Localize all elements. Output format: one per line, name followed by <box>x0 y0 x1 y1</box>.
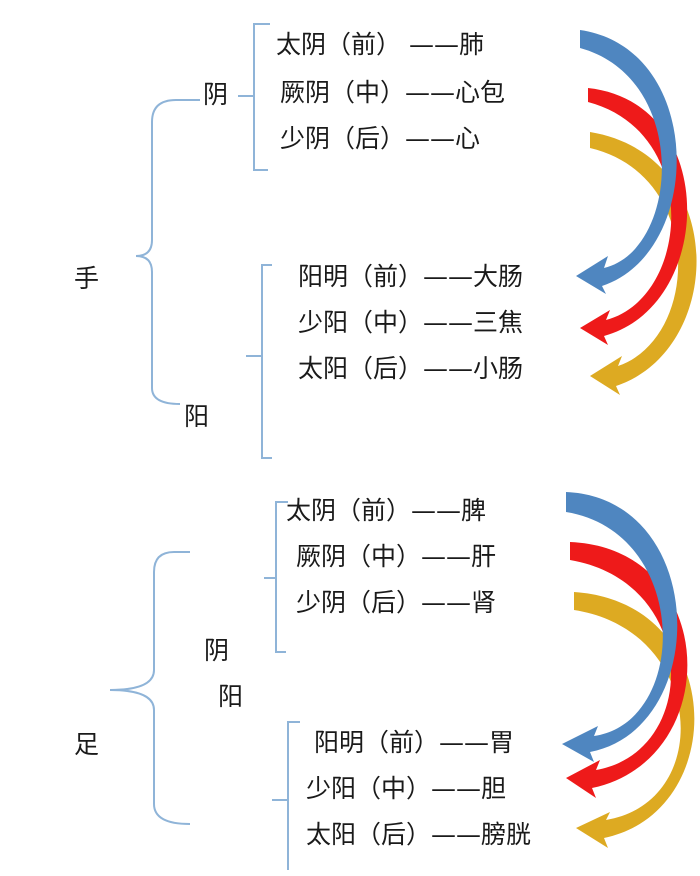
hand-yin-row-3: 少阴（后）——心 <box>280 124 481 153</box>
hand-yang-label: 阳 <box>184 402 210 431</box>
hand-yang-row-2: 少阳（中）——三焦 <box>298 308 524 337</box>
hand-yin-label: 阴 <box>203 80 229 109</box>
foot-yang-row-3: 太阳（后）——膀胱 <box>306 820 532 849</box>
hand-outer-bracket <box>135 99 200 405</box>
hand-yang-row-3: 太阳（后）——小肠 <box>298 354 524 383</box>
foot-yin-row-1: 太阴（前）——脾 <box>286 496 487 525</box>
hand-front-arrow <box>576 30 677 294</box>
foot-front-arrow <box>562 492 678 762</box>
foot-yin-row-2: 厥阴（中）——肝 <box>296 542 497 571</box>
bracket-group <box>109 23 300 870</box>
hand-yin-row-1: 太阴（前） ——肺 <box>276 30 484 59</box>
foot-yang-bracket <box>287 721 300 870</box>
foot-yang-row-2: 少阳（中）——胆 <box>306 774 507 803</box>
foot-yin-label: 阴 <box>204 636 230 665</box>
hand-yang-row-1: 阳明（前）——大肠 <box>298 262 524 291</box>
foot-outer-bracket <box>109 551 191 825</box>
foot-limb-label: 足 <box>74 730 100 759</box>
hand-yang-bracket <box>261 264 272 459</box>
foot-middle-arrow <box>566 542 688 798</box>
hand-limb-label: 手 <box>74 264 100 293</box>
foot-yang-label: 阳 <box>218 682 244 711</box>
foot-yin-row-3: 少阴（后）——肾 <box>296 588 497 617</box>
hand-yin-row-2: 厥阴（中）——心包 <box>280 78 506 107</box>
hand-middle-arrow <box>580 88 688 345</box>
foot-yang-row-1: 阳明（前）——胃 <box>314 728 515 757</box>
